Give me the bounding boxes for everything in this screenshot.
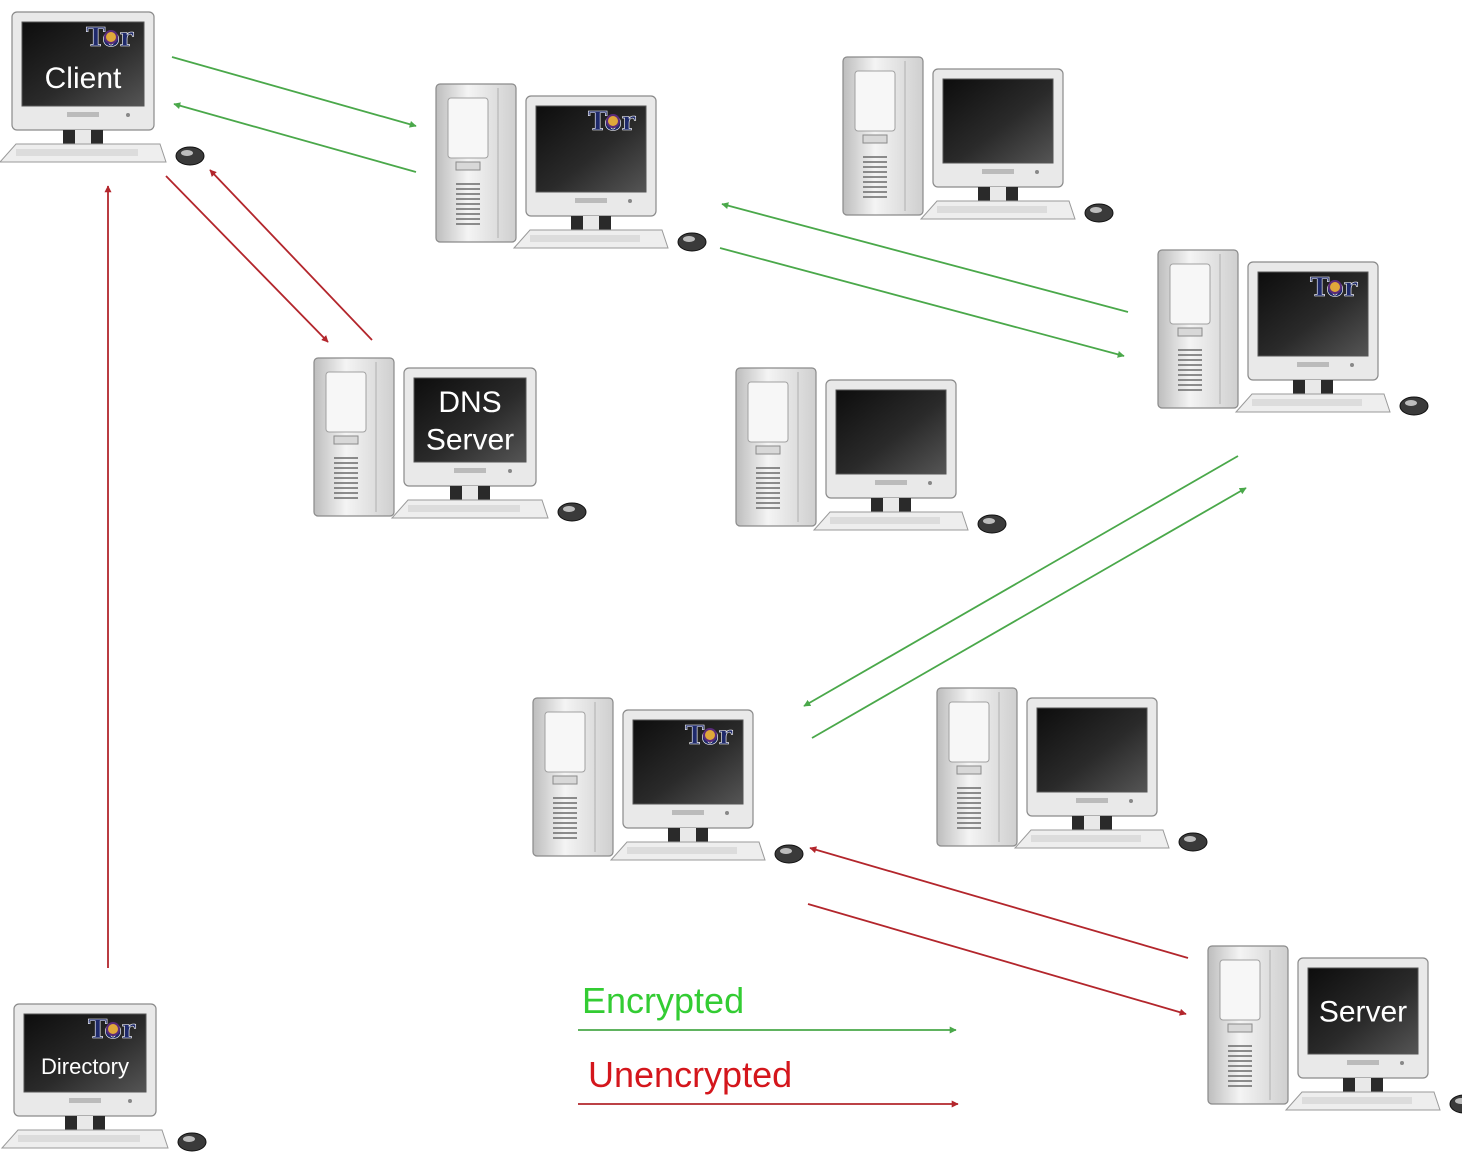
mouse	[1178, 832, 1208, 852]
tor-logo-icon: Tor	[88, 1015, 136, 1046]
mouse	[1084, 203, 1114, 223]
screen	[1036, 707, 1148, 793]
computer-idle-3	[936, 687, 1208, 852]
screen	[942, 78, 1054, 164]
computer-relay-3: Tor	[532, 697, 804, 864]
computer-relay-1: Tor	[435, 83, 707, 252]
screen	[413, 377, 527, 463]
computer-dns-server: DNS Server	[313, 357, 587, 522]
connections	[104, 56, 1247, 1016]
legend	[578, 1026, 959, 1108]
computer-relay-2: Tor	[1157, 249, 1429, 416]
tor-logo-icon: Tor	[1310, 273, 1358, 304]
screen-label: Directory	[41, 1054, 129, 1079]
mouse	[175, 146, 205, 166]
screen	[535, 105, 647, 193]
computers: TorClientTorDNSServerTorTorTorDirectoryS…	[0, 11, 1462, 1152]
screen	[1257, 271, 1369, 357]
encrypted-arrow	[721, 202, 1129, 313]
mouse	[774, 844, 804, 864]
monitor	[1013, 697, 1208, 852]
computer-directory: TorDirectory	[0, 1003, 207, 1152]
mouse	[557, 502, 587, 522]
encrypted-arrow	[811, 487, 1247, 739]
tower-case	[1157, 249, 1239, 409]
tower-case	[735, 367, 817, 527]
screen	[835, 389, 947, 475]
tower-case	[435, 83, 517, 243]
computer-server: Server	[1207, 945, 1462, 1114]
tor-logo-icon: Tor	[685, 721, 733, 752]
screen-label: Server	[426, 423, 514, 456]
screen-label: Client	[45, 62, 122, 95]
monitor: Tor	[609, 709, 804, 864]
screen	[23, 1013, 147, 1093]
unencrypted-arrow	[165, 175, 329, 343]
monitor	[919, 68, 1114, 223]
screen	[1307, 967, 1419, 1055]
screen	[21, 21, 145, 107]
tower-case	[532, 697, 614, 857]
monitor: DNS Server	[390, 367, 587, 522]
tower-case	[1207, 945, 1289, 1105]
computer-idle-2	[735, 367, 1007, 534]
tower-case	[936, 687, 1018, 847]
encrypted-arrow	[171, 56, 417, 128]
monitor	[812, 379, 1007, 534]
legend-encrypted-label: Encrypted	[582, 980, 745, 1021]
monitor: TorDirectory	[0, 1003, 207, 1152]
screen-label: Server	[1319, 996, 1407, 1029]
unencrypted-arrow	[209, 169, 373, 341]
unencrypted-arrow	[809, 846, 1189, 959]
monitor: Tor	[1234, 261, 1429, 416]
tor-logo-icon: Tor	[588, 107, 636, 138]
mouse	[977, 514, 1007, 534]
mouse	[677, 232, 707, 252]
monitor: Tor	[512, 95, 707, 252]
encrypted-arrow	[173, 102, 417, 173]
tower-case	[842, 56, 924, 216]
mouse	[1449, 1094, 1462, 1114]
encrypted-arrow	[719, 247, 1125, 358]
tower-case	[313, 357, 395, 517]
legend-unencrypted-label: Unencrypted	[588, 1054, 793, 1095]
screen-label: DNS	[438, 386, 501, 419]
tor-logo-icon: Tor	[86, 23, 134, 54]
unencrypted-arrow	[807, 903, 1187, 1016]
monitor: Server	[1284, 957, 1462, 1114]
monitor: TorClient	[0, 11, 205, 166]
computer-idle-1	[842, 56, 1114, 223]
mouse	[177, 1132, 207, 1152]
encrypted-arrow	[803, 455, 1239, 707]
computer-client: TorClient	[0, 11, 205, 166]
screen	[632, 719, 744, 805]
mouse	[1399, 396, 1429, 416]
